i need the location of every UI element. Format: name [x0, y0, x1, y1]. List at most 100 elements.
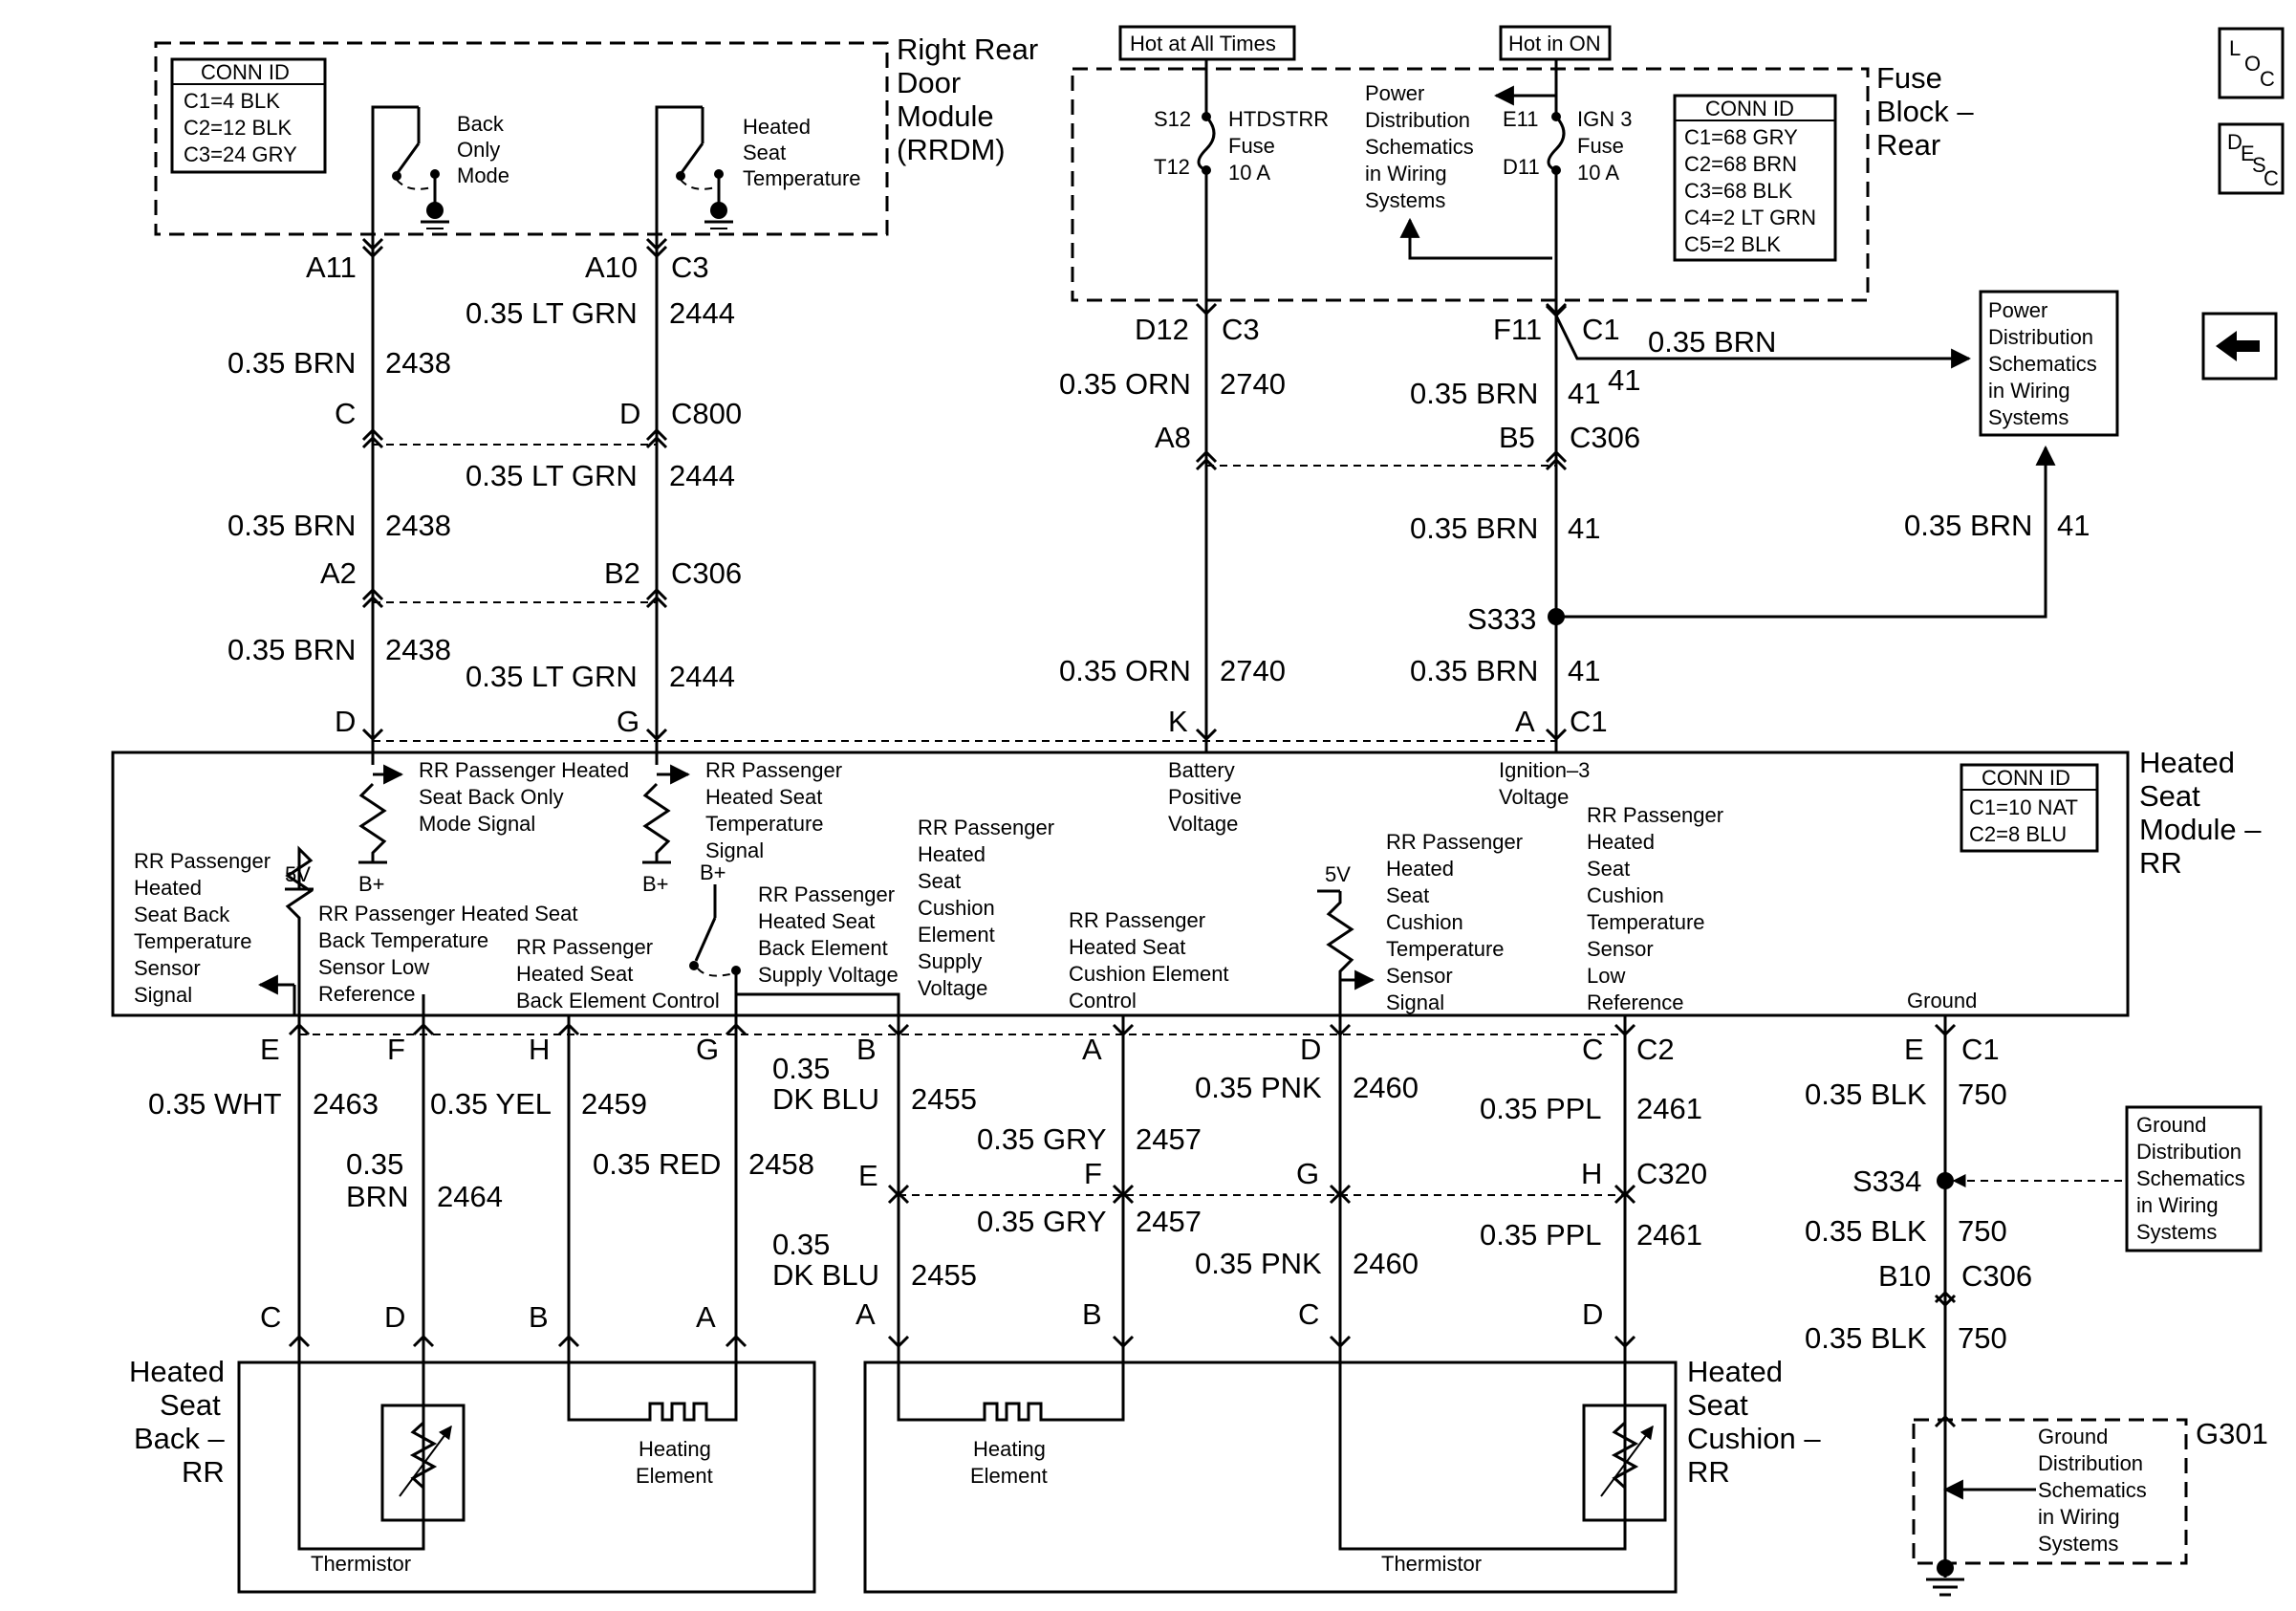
hsm-signal-label: Sensor Low — [318, 955, 429, 979]
circuit-number: 2464 — [437, 1180, 503, 1213]
rrdm-title-line: (RRDM) — [897, 133, 1006, 166]
reference-line: in Wiring — [2038, 1505, 2120, 1529]
cushion-heating-element[interactable]: Heating Element — [897, 1362, 1125, 1488]
pin-label: D — [335, 705, 356, 738]
reference-line: Distribution — [1365, 108, 1470, 132]
circuit-number: 750 — [1958, 1321, 2007, 1355]
loc-icon[interactable] — [2218, 27, 2285, 99]
back-arrow-button[interactable] — [2201, 312, 2278, 381]
pin-label: A8 — [1155, 421, 1191, 454]
wire-color-label: 0.35 BRN — [1410, 654, 1538, 687]
pin-label: H — [1581, 1157, 1602, 1190]
hsm-signal-label: Temperature — [134, 929, 252, 953]
hsm-signal-label: Battery — [1168, 758, 1235, 782]
hsm-signal-label: Signal — [705, 838, 764, 862]
conn-id-header: CONN ID — [1705, 97, 1794, 120]
switch-label: Only — [457, 138, 500, 162]
connector-label: C1 — [1570, 705, 1608, 738]
circuit-number: 2444 — [669, 459, 735, 492]
upper-wiring: A11 A10 C3 0.35 LT GRN 2444 0.35 BRN 243… — [227, 234, 2090, 746]
pin-label: A — [696, 1300, 716, 1334]
hsm-signal-label: Back Temperature — [318, 928, 488, 952]
pin-label: C — [1582, 1033, 1603, 1066]
connector-label: C306 — [1570, 421, 1640, 454]
wire-color-label: BRN — [346, 1180, 408, 1213]
fuse-label: Fuse — [1577, 134, 1624, 158]
description-view-button[interactable]: D E S C — [2218, 122, 2285, 195]
wire-color-label: 0.35 BLK — [1805, 1321, 1927, 1355]
hot-in-on-label: Hot in ON — [1508, 32, 1601, 55]
thermistor-label: Thermistor — [311, 1552, 411, 1576]
rrdm-module: Right Rear Door Module (RRDM) CONN ID C1… — [154, 33, 1038, 236]
fuse-terminal: T12 — [1154, 155, 1190, 179]
hsm-signal-label: Voltage — [1168, 812, 1238, 836]
connector-label: C306 — [671, 556, 742, 590]
wire-color-label: 0.35 RED — [593, 1147, 721, 1181]
wire-color-label: 0.35 ORN — [1059, 654, 1191, 687]
desc-icon[interactable] — [2218, 122, 2285, 195]
htdstrr-fuse: S12 T12 HTDSTRR Fuse 10 A — [1154, 107, 1329, 300]
hsm-signal-label: Signal — [1386, 991, 1444, 1014]
reference-line: Ground — [2136, 1113, 2206, 1137]
hsm-signal-label: Sensor — [1587, 937, 1654, 961]
pin-label: A11 — [306, 250, 357, 284]
rrdm-outline — [154, 41, 889, 236]
seat-title-line: Seat — [1687, 1388, 1748, 1422]
hsm-signal-label: RR Passenger Heated Seat — [318, 902, 578, 925]
pin-label: A10 — [585, 250, 638, 284]
hsm-conn-id-table: CONN ID C1=10 NAT C2=8 BLU — [1960, 763, 2099, 853]
hsm-title-line: Module – — [2139, 813, 2262, 846]
lower-wiring: E F H G B A D C C2 0.35 WHT 2463 0.35 BR… — [148, 1015, 2127, 1578]
reference-line: Systems — [2038, 1532, 2118, 1556]
wire-color-label: 0.35 — [772, 1052, 830, 1085]
wire-color-label: 0.35 GRY — [977, 1205, 1107, 1238]
wire-color-label: 0.35 BRN — [1904, 509, 2032, 542]
hsm-signal-label: RR Passenger — [1587, 803, 1723, 827]
fuse-label: IGN 3 — [1577, 107, 1632, 131]
rrdm-title-line: Module — [897, 99, 994, 133]
circuit-number: 2457 — [1136, 1122, 1202, 1156]
conn-id-row: C4=2 LT GRN — [1684, 206, 1816, 229]
conn-id-row: C1=4 BLK — [184, 89, 280, 113]
reference-line: Power — [1365, 81, 1424, 105]
fuse-label: 10 A — [1577, 161, 1619, 185]
hsm-signal-label: Sensor — [134, 956, 201, 980]
bplus-label: B+ — [700, 860, 726, 884]
wire-color-label: 0.35 PNK — [1195, 1071, 1322, 1104]
heated-seat-back: Heated Seat Back – RR Thermistor Heating… — [129, 1355, 816, 1594]
circuit-number: 2740 — [1220, 654, 1286, 687]
seat-title-line: Seat — [160, 1388, 221, 1422]
hsm-signal-label: Seat — [1386, 883, 1429, 907]
hsm-signal-label: Heated — [1587, 830, 1655, 854]
wire-color-label: 0.35 BRN — [1410, 377, 1538, 410]
fuse-terminal: E11 — [1503, 107, 1539, 131]
circuit-number: 2455 — [911, 1082, 977, 1116]
seat-cushion-outline — [863, 1361, 1678, 1594]
splice-label: S333 — [1467, 602, 1536, 636]
circuit-number: 2438 — [385, 633, 451, 666]
hot-in-on-tag: Hot in ON — [1499, 25, 1612, 61]
back-thermistor: Thermistor — [297, 1362, 466, 1576]
heating-element-label: Element — [636, 1464, 713, 1488]
fuse-terminal: S12 — [1154, 107, 1191, 131]
pin-label: D — [384, 1300, 405, 1334]
five-volt-label: 5V — [1325, 862, 1351, 886]
wire-color-label: 0.35 PNK — [1195, 1247, 1322, 1280]
circuit-number: 2438 — [385, 346, 451, 380]
wire-color-label: 0.35 PPL — [1480, 1092, 1602, 1125]
rrdm-title-line: Door — [897, 66, 961, 99]
location-view-button[interactable]: L O C — [2218, 27, 2285, 99]
back-heating-element[interactable]: Heating Element — [567, 1362, 738, 1488]
splice-s333 — [1548, 608, 1565, 625]
ign3-fuse: E11 D11 IGN 3 Fuse 10 A — [1503, 76, 1632, 300]
seat-title-line: Back – — [134, 1422, 226, 1455]
five-volt-label: 5V — [285, 862, 311, 886]
conn-id-row: C2=12 BLK — [184, 116, 292, 140]
reference-line: Schematics — [2038, 1478, 2147, 1502]
seat-back-outline — [237, 1361, 816, 1594]
hsm-signal-label: Positive — [1168, 785, 1242, 809]
hsm-signal-label: RR Passenger — [1069, 908, 1205, 932]
hsm-signal-label: RR Passenger — [758, 882, 895, 906]
hsm-signal-label: Seat Back Only — [419, 785, 564, 809]
